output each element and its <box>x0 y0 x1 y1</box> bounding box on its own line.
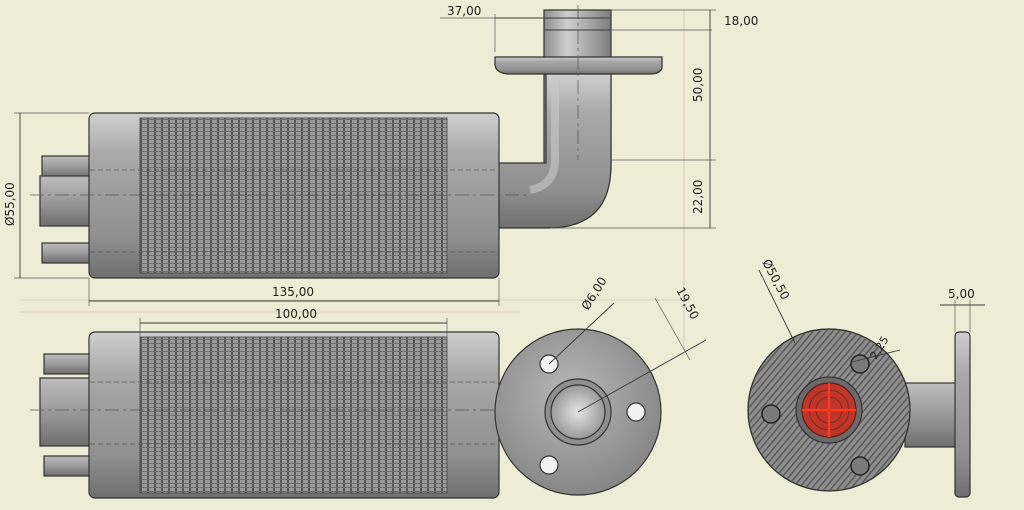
cooling-fins-top <box>140 337 447 493</box>
dim-diameter-55: Ø55,00 <box>3 182 17 226</box>
dim-135: 135,00 <box>272 285 314 299</box>
inlet-stub-top <box>41 155 95 179</box>
bolt-hole <box>761 404 781 424</box>
inlet-stub-bottom <box>41 242 95 264</box>
dim-100: 100,00 <box>275 307 317 321</box>
inlet-stub-center <box>39 377 95 447</box>
inlet-stub-middle <box>39 175 95 227</box>
front-view <box>30 5 663 279</box>
dim-22: 22,00 <box>691 180 705 214</box>
inlet-stub-upper <box>43 353 95 375</box>
dim-diameter-50-5: Ø50,50 <box>759 257 792 302</box>
dim-37: 37,00 <box>447 4 481 18</box>
inlet-stub-lower <box>43 455 95 477</box>
top-view <box>30 328 662 499</box>
bolt-hole <box>626 402 646 422</box>
dim-19-5: 19,50 <box>673 285 701 322</box>
dim-50: 50,00 <box>691 68 705 102</box>
dim-diameter-6: Ø6,00 <box>579 274 610 312</box>
bolt-hole <box>850 456 870 476</box>
bolt-hole <box>850 354 870 374</box>
outlet-flange <box>494 56 663 75</box>
flange-side <box>954 331 971 498</box>
end-view <box>747 328 971 498</box>
bolt-hole <box>539 455 559 475</box>
dimension-lines <box>14 9 985 413</box>
cooling-fins <box>140 118 447 273</box>
dim-5: 5,00 <box>948 287 975 301</box>
dim-18: 18,00 <box>724 14 758 28</box>
